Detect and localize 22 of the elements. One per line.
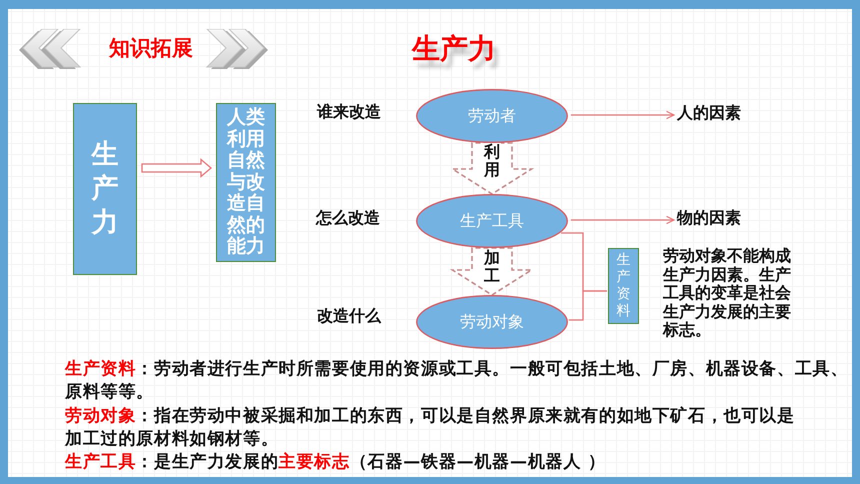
arrow [570,110,675,120]
concept-box: 生产力 [73,103,137,275]
definition-text: 劳动对象：指在劳动中被采掘和加工的东西，可以是自然界原来就有的如地下矿石，也可以是加工过的原材料如钢材等。 [65,404,796,450]
concept-box: 生产资料 [608,248,639,324]
definition-text: 生产工具：是生产力发展的主要标志（石器—铁器—机器—机器人 ） [65,450,607,474]
question-label: 怎么改造 [316,208,380,228]
concept-box: 人类利用自然与改造自然的能力 [216,103,276,262]
definition-text: 生产资料：劳动者进行生产时所需要使用的资源或工具。一般可包括土地、厂房、机器设备、工具、原料等等。 [65,358,850,404]
arrow [570,216,675,224]
factor-label: 物的因素 [677,208,741,228]
factor-label: 人的因素 [677,103,741,123]
edge-label: 利用 [483,143,501,179]
question-label: 谁来改造 [317,102,381,122]
note-text: 劳动对象不能构成生产力因素。生产工具的变革是社会生产力发展的主要标志。 [663,247,792,340]
ellipse-node: 生产工具 [416,194,568,248]
section-heading: 知识拓展 [109,35,193,61]
slide-title: 生产力 [412,33,496,65]
question-label: 改造什么 [317,306,381,326]
ellipse-node: 劳动者 [416,89,568,143]
connector-line [568,290,607,321]
block-arrow [141,158,212,178]
ellipse-node: 劳动对象 [416,295,568,349]
